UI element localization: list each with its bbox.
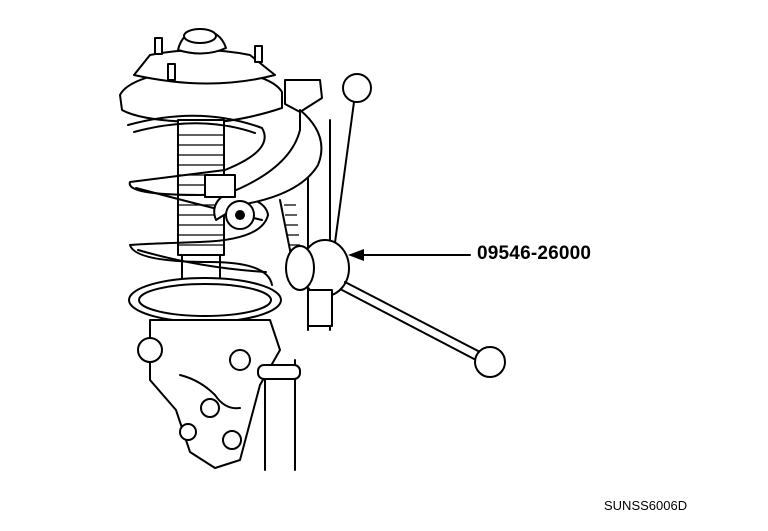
strut-top-mount — [119, 28, 283, 124]
coil-spring — [127, 114, 282, 323]
callout-leader-arrow — [348, 249, 471, 261]
special-tool-09546-26000 — [285, 73, 506, 378]
part-number-label: 09546-26000 — [477, 243, 592, 264]
figure-code: SUNSS6006D — [604, 498, 688, 513]
strut-knuckle-bracket — [137, 319, 301, 469]
compressor-arm — [204, 79, 323, 261]
